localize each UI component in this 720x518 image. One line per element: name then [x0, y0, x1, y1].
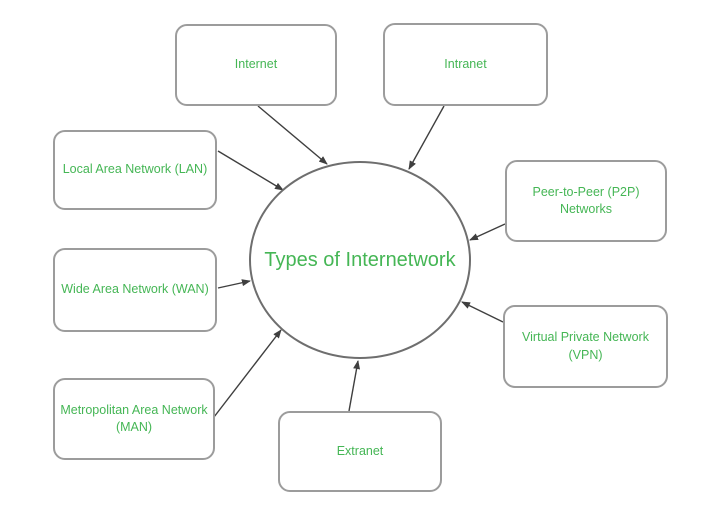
arrow-vpn-to-center: [461, 301, 504, 323]
node-extranet: Extranet: [278, 411, 442, 492]
node-extranet-label: Extranet: [336, 443, 384, 458]
arrow-internet-to-center: [257, 105, 328, 165]
node-wan: Wide Area Network (WAN): [53, 248, 217, 332]
node-wan-label: Wide Area Network (WAN): [61, 282, 209, 297]
node-man-label-line-1: Metropolitan Area Network: [60, 402, 208, 417]
node-internet-label: Internet: [234, 57, 278, 72]
center-title: Types of Internetwork: [264, 248, 456, 271]
node-man: Metropolitan Area Network (MAN): [53, 378, 215, 460]
node-intranet-label: Intranet: [444, 56, 487, 71]
node-p2p: Peer-to-Peer (P2P) Networks: [505, 160, 667, 242]
arrow-lan-to-center: [217, 150, 284, 191]
center-ellipse: Types of Internetwork: [249, 161, 471, 359]
node-vpn-label-line-2: (VPN): [568, 347, 603, 362]
node-man-label-line-2: (MAN): [115, 420, 153, 434]
arrow-wan-to-center: [217, 279, 251, 289]
node-intranet: Intranet: [383, 23, 548, 106]
node-lan-label: Local Area Network (LAN): [62, 162, 208, 177]
arrow-man-to-center: [213, 329, 282, 418]
arrow-p2p-to-center: [469, 223, 506, 241]
node-vpn-label-line-1: Virtual Private Network: [522, 330, 649, 344]
node-vpn: Virtual Private Network (VPN): [503, 305, 668, 388]
node-lan: Local Area Network (LAN): [53, 130, 217, 210]
node-p2p-label-line-2: Networks: [559, 202, 613, 216]
node-p2p-label-line-1: Peer-to-Peer (P2P): [532, 184, 640, 199]
node-internet: Internet: [175, 24, 337, 106]
arrow-intranet-to-center: [408, 105, 445, 170]
arrow-extranet-to-center: [348, 360, 361, 412]
